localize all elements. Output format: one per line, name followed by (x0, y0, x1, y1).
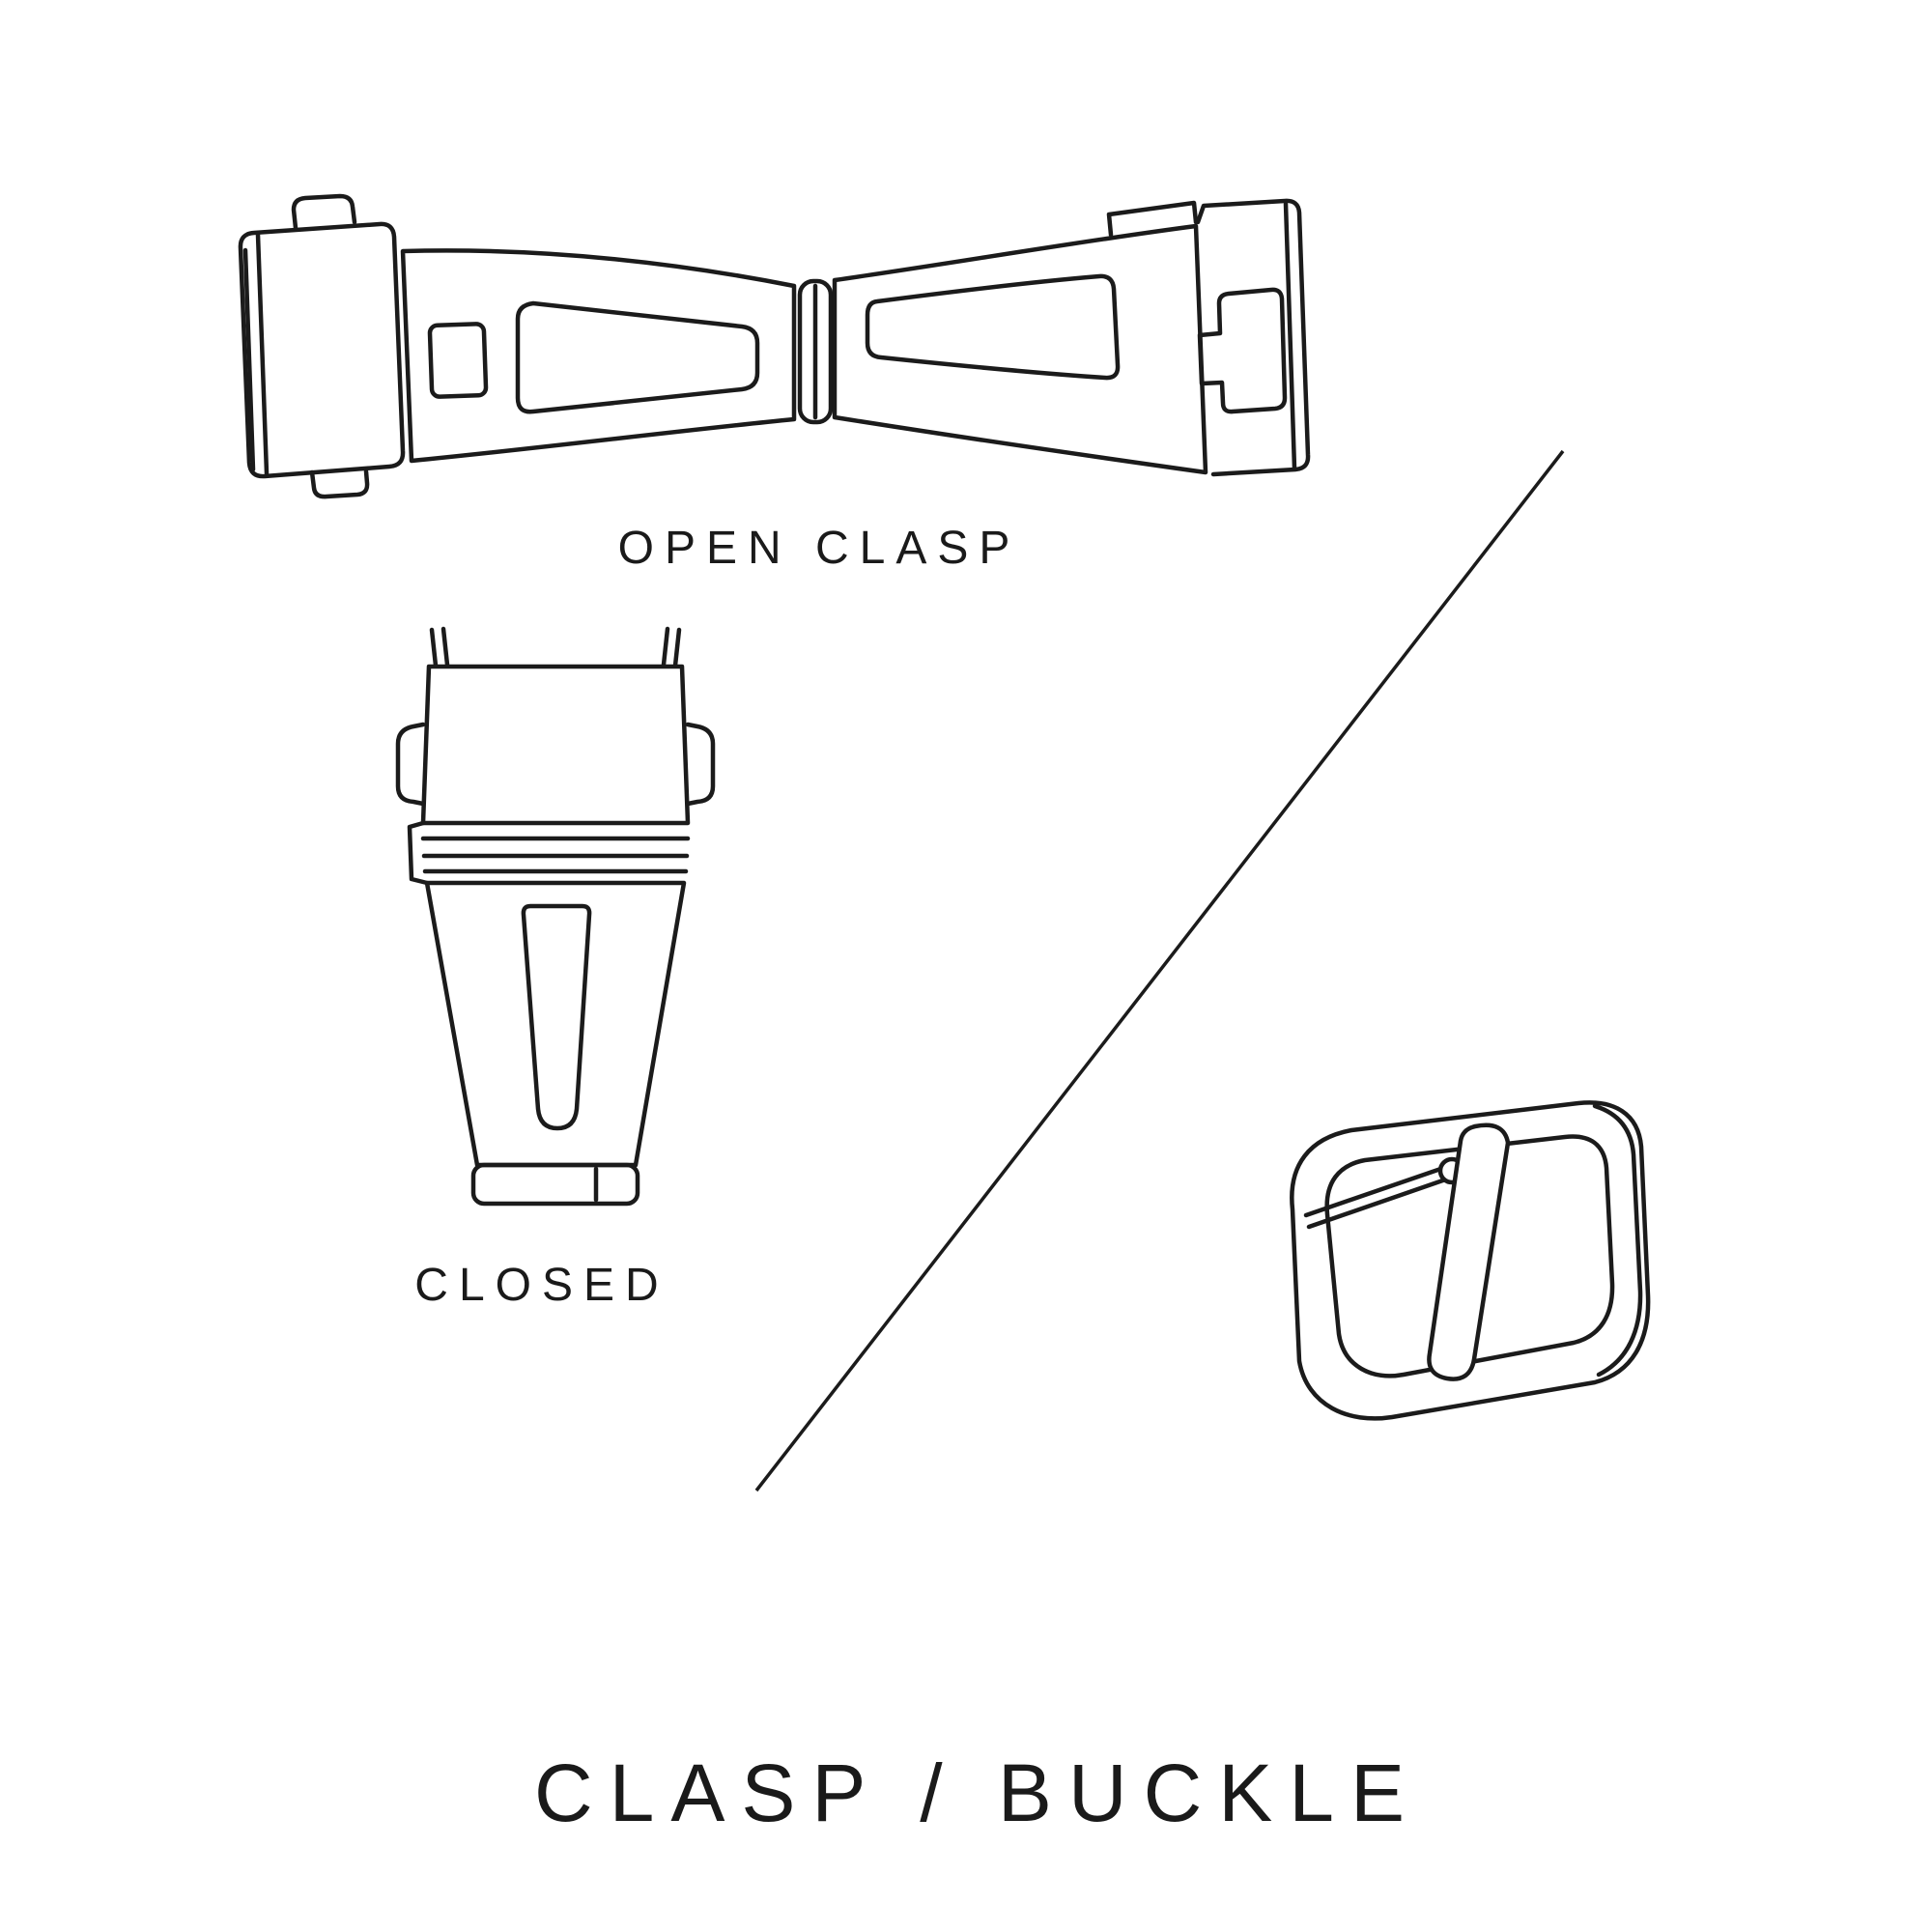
open-clasp-left-arm (400, 248, 797, 464)
closed-clasp-slot (521, 903, 592, 1131)
open-clasp-right-latch (1197, 287, 1288, 414)
page-title: CLASP / BUCKLE (533, 1747, 1422, 1838)
buckle-bar-line-2 (1306, 1173, 1460, 1230)
closed-clasp-right-button (685, 722, 716, 807)
open-clasp-label: OPEN CLASP (617, 523, 1021, 574)
closed-clasp-cover (420, 664, 691, 826)
open-clasp-left-notch (427, 322, 489, 399)
open-clasp-right-endlink-line (1283, 201, 1297, 471)
open-clasp-right-top-step (1106, 200, 1199, 238)
divider-line (754, 449, 1565, 1492)
open-clasp-illustration (238, 193, 1311, 499)
closed-clasp-end-bar (470, 1162, 640, 1207)
open-clasp-right-arm-inset (865, 273, 1121, 381)
closed-clasp-label: CLOSED (414, 1260, 669, 1311)
open-clasp-right-arm (832, 223, 1208, 475)
closed-clasp-illustration (395, 626, 716, 1207)
closed-clasp-body (424, 880, 687, 1168)
open-clasp-left-arm-inset (515, 300, 760, 414)
closed-clasp-fold-step (407, 820, 430, 886)
closed-clasp-left-button (395, 722, 426, 807)
open-clasp-hinge (797, 278, 834, 425)
open-clasp-left-endlink-line (255, 232, 270, 476)
closed-clasp-left-prong (429, 626, 450, 668)
pin-buckle-illustration (1290, 1100, 1651, 1421)
open-clasp-left-top-tab (291, 193, 357, 231)
buckle-bar-line-1 (1303, 1161, 1458, 1218)
buckle-frame-inner (1324, 1134, 1615, 1378)
closed-clasp-right-prong (661, 626, 682, 668)
buckle-pin (1427, 1122, 1511, 1381)
open-clasp-left-endlink-line2 (242, 247, 256, 472)
open-clasp-left-bottom-tab (309, 469, 370, 499)
open-clasp-left-endlink (238, 221, 406, 479)
open-clasp-right-endlink (1195, 198, 1311, 477)
buckle-frame-thickness (1592, 1103, 1643, 1378)
